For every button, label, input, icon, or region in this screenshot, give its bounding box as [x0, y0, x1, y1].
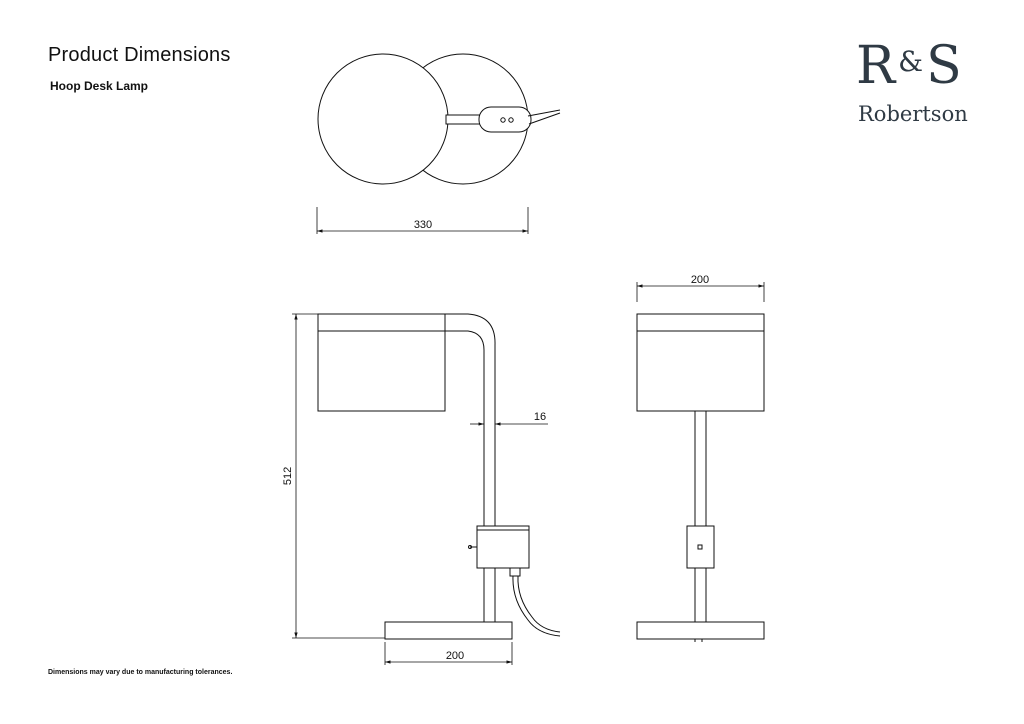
page-title: Product Dimensions	[48, 44, 231, 66]
dim-top-width	[316, 207, 529, 234]
dim-label-stem-diameter: 16	[534, 411, 546, 423]
dim-label-top-width: 330	[414, 219, 432, 231]
dim-stem-diameter	[470, 418, 548, 428]
top-view-shade-disc	[317, 53, 449, 185]
logo-letter-r: R	[856, 36, 897, 96]
front-view	[317, 313, 561, 640]
top-view-switch-dot	[500, 117, 506, 123]
logo-wordmark: Robertson	[858, 102, 968, 126]
front-switch-housing	[476, 525, 530, 569]
front-cable-inner	[517, 575, 561, 633]
top-view	[317, 53, 561, 185]
top-view-arm	[445, 114, 483, 125]
side-base	[636, 621, 765, 640]
front-arm-inner	[444, 330, 485, 622]
logo-ampersand: &	[898, 45, 925, 78]
top-view-switch-dot	[508, 117, 514, 123]
dim-label-height: 512	[282, 467, 294, 485]
front-shade	[317, 330, 446, 412]
side-view	[636, 313, 765, 642]
front-arm-outer	[444, 313, 496, 622]
front-cable-grommet	[509, 567, 521, 577]
side-shade	[636, 330, 765, 412]
front-shade-rim	[317, 313, 446, 332]
front-base	[384, 621, 513, 640]
dim-side-width	[636, 282, 765, 302]
logo-monogram: R&S	[856, 40, 963, 92]
dim-base-width	[384, 642, 513, 665]
side-shade-rim	[636, 313, 765, 332]
logo-letter-s: S	[926, 36, 963, 96]
dim-height	[292, 313, 385, 639]
dim-label-base-width: 200	[446, 650, 464, 662]
top-view-cable	[527, 109, 561, 125]
tolerance-note: Dimensions may vary due to manufacturing…	[48, 669, 233, 676]
dim-label-side-width: 200	[691, 274, 709, 286]
front-cable-outer	[512, 575, 561, 637]
product-name: Hoop Desk Lamp	[50, 79, 149, 93]
side-switch-button	[697, 544, 703, 550]
side-switch-housing	[686, 525, 715, 569]
